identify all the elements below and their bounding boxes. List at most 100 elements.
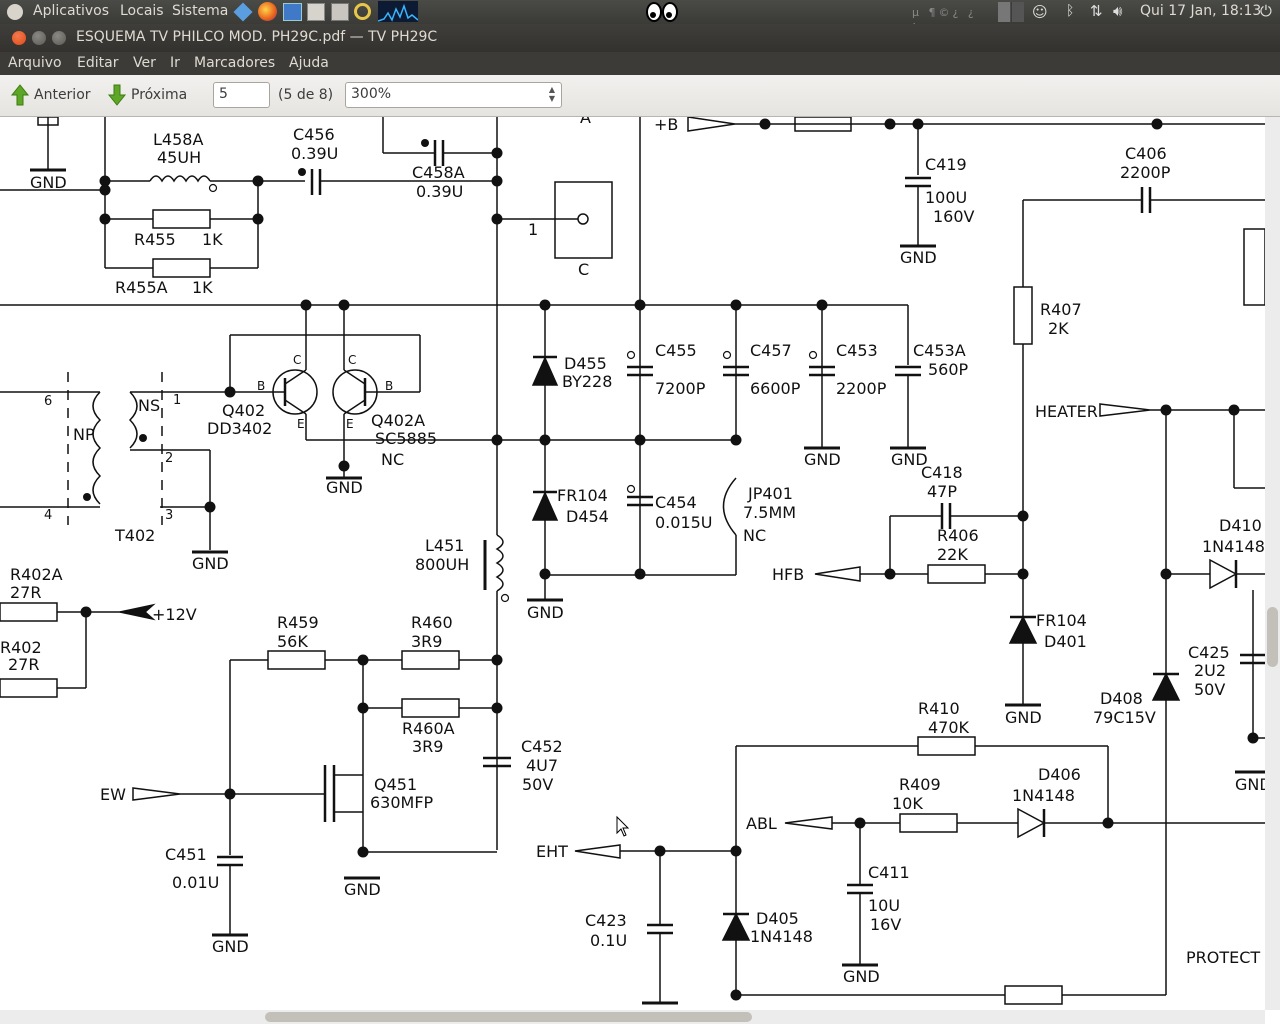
schematic-label: GND xyxy=(900,248,937,267)
menu-locais[interactable]: Locais xyxy=(120,3,164,19)
schematic-label: HEATER xyxy=(1035,402,1098,421)
schematic-label: 45UH xyxy=(157,148,201,167)
vertical-scroll-thumb[interactable] xyxy=(1267,607,1278,667)
user-icon[interactable]: ☺ xyxy=(1032,3,1048,21)
window-titlebar[interactable]: ESQUEMA TV PHILCO MOD. PH29C.pdf — TV PH… xyxy=(0,24,1280,52)
schematic-label: 1N4148 xyxy=(750,927,813,946)
schematic-label: 7200P xyxy=(655,379,706,398)
schematic-label: 1K xyxy=(202,230,223,249)
schematic-label: 3R9 xyxy=(412,737,443,756)
workspace-switcher-icon[interactable] xyxy=(998,2,1024,22)
schematic-label: 4 xyxy=(44,508,52,523)
menu-aplicativos[interactable]: Aplicativos xyxy=(33,3,110,19)
maximize-window-button[interactable] xyxy=(52,31,66,45)
next-page-button[interactable]: Próxima xyxy=(107,81,187,109)
schematic-label: GND xyxy=(326,478,363,497)
schematic-label: GND xyxy=(804,450,841,469)
clock[interactable]: Qui 17 Jan, 18:13 xyxy=(1140,3,1262,19)
schematic-label: 1K xyxy=(192,278,213,297)
schematic-label: 160V xyxy=(933,207,975,226)
zoom-select[interactable]: 300% ▲▼ xyxy=(345,82,562,108)
schematic-label: Q402 xyxy=(222,401,265,420)
schematic-label: 2U2 xyxy=(1194,661,1226,680)
schematic-label: D410 xyxy=(1219,516,1262,535)
schematic-label: C453 xyxy=(836,341,878,360)
schematic-label: GND xyxy=(344,880,381,899)
schematic-label: 0.01U xyxy=(172,873,219,892)
schematic-label: PROTECT xyxy=(1186,948,1260,967)
previous-page-button[interactable]: Anterior xyxy=(10,81,91,109)
schematic-label: 3R9 xyxy=(411,632,442,651)
menu-marcadores[interactable]: Marcadores xyxy=(194,55,276,71)
schematic-label: 56K xyxy=(277,632,308,651)
menu-editar[interactable]: Editar xyxy=(77,55,119,71)
schematic-label: 10U xyxy=(868,896,900,915)
schematic-label: 1 xyxy=(173,393,181,408)
horizontal-scrollbar[interactable] xyxy=(0,1010,1265,1024)
network-tool-icon[interactable] xyxy=(283,3,302,21)
schematic-label: 630MFP xyxy=(370,793,434,812)
toolbar: Anterior Próxima 5 (5 de 8) 300% ▲▼ xyxy=(0,75,1280,117)
schematic-label: T402 xyxy=(114,526,155,545)
screenshot-icon[interactable] xyxy=(331,3,349,21)
menu-ir[interactable]: Ir xyxy=(170,55,180,71)
schematic-label: B xyxy=(385,379,393,393)
schematic-label: C418 xyxy=(921,463,963,482)
close-window-button[interactable] xyxy=(12,31,26,45)
schematic-label: GND xyxy=(527,603,564,622)
tray-keyboard-icon[interactable]: μ ¶©¿ ¿ ¡ xyxy=(912,6,977,32)
launcher-kde-icon[interactable] xyxy=(233,2,253,22)
menu-arquivo[interactable]: Arquivo xyxy=(8,55,62,71)
schematic-label: R459 xyxy=(277,613,319,632)
schematic-label: 27R xyxy=(10,583,41,602)
schematic-label: L451 xyxy=(425,536,464,555)
schematic-label: D406 xyxy=(1038,765,1081,784)
schematic-label: NP xyxy=(73,425,95,444)
schematic-label: Q451 xyxy=(374,775,417,794)
system-monitor-icon[interactable] xyxy=(378,1,418,22)
bluetooth-icon[interactable]: ᛒ xyxy=(1066,3,1075,19)
horizontal-scroll-thumb[interactable] xyxy=(265,1012,752,1022)
menu-ver[interactable]: Ver xyxy=(133,55,156,71)
network-icon[interactable]: ⇅ xyxy=(1090,2,1103,20)
schematic-label: BY228 xyxy=(562,372,612,391)
schematic-label: 2K xyxy=(1048,319,1069,338)
schematic-label: C406 xyxy=(1125,144,1167,163)
schematic-label: 3 xyxy=(165,508,173,523)
schematic-label: L458A xyxy=(153,130,203,149)
schematic-label: EW xyxy=(100,785,126,804)
schematic-label: R455A xyxy=(115,278,168,297)
schematic-label: A xyxy=(580,117,591,127)
magnifier-icon[interactable] xyxy=(354,3,371,20)
schematic-label: R402A xyxy=(10,565,63,584)
firefox-icon[interactable] xyxy=(258,2,277,21)
menu-sistema[interactable]: Sistema xyxy=(172,3,229,19)
schematic-label: +12V xyxy=(152,605,197,624)
minimize-window-button[interactable] xyxy=(32,31,46,45)
schematic-label: R407 xyxy=(1040,300,1082,319)
top-panel: Aplicativos Locais Sistema μ ¶©¿ ¿ ¡ ☺ ᛒ… xyxy=(0,0,1280,32)
page-count: (5 de 8) xyxy=(278,87,334,103)
vertical-scrollbar[interactable] xyxy=(1265,117,1280,1010)
ubuntu-logo-icon[interactable] xyxy=(7,4,23,20)
schematic-label: D455 xyxy=(564,354,607,373)
schematic-label: 0.1U xyxy=(590,931,627,950)
schematic-label: R460 xyxy=(411,613,453,632)
zoom-value: 300% xyxy=(351,86,392,102)
schematic-label: 560P xyxy=(928,360,969,379)
power-icon[interactable]: ⏻ xyxy=(1260,2,1272,20)
schematic-label: 2200P xyxy=(836,379,887,398)
terminal-icon[interactable] xyxy=(307,3,325,21)
schematic-label: E xyxy=(346,417,354,431)
page-number-input[interactable]: 5 xyxy=(213,82,270,108)
schematic-label: Q402A xyxy=(371,411,425,430)
schematic-label: C453A xyxy=(913,341,966,360)
schematic-label: SC5885 xyxy=(375,429,437,448)
schematic-label: C456 xyxy=(293,125,335,144)
schematic-label: 79C15V xyxy=(1093,708,1156,727)
schematic-label: C419 xyxy=(925,155,967,174)
menu-ajuda[interactable]: Ajuda xyxy=(289,55,329,71)
volume-icon[interactable]: 🔊︎ xyxy=(1113,2,1123,20)
schematic-label: 50V xyxy=(522,775,553,794)
